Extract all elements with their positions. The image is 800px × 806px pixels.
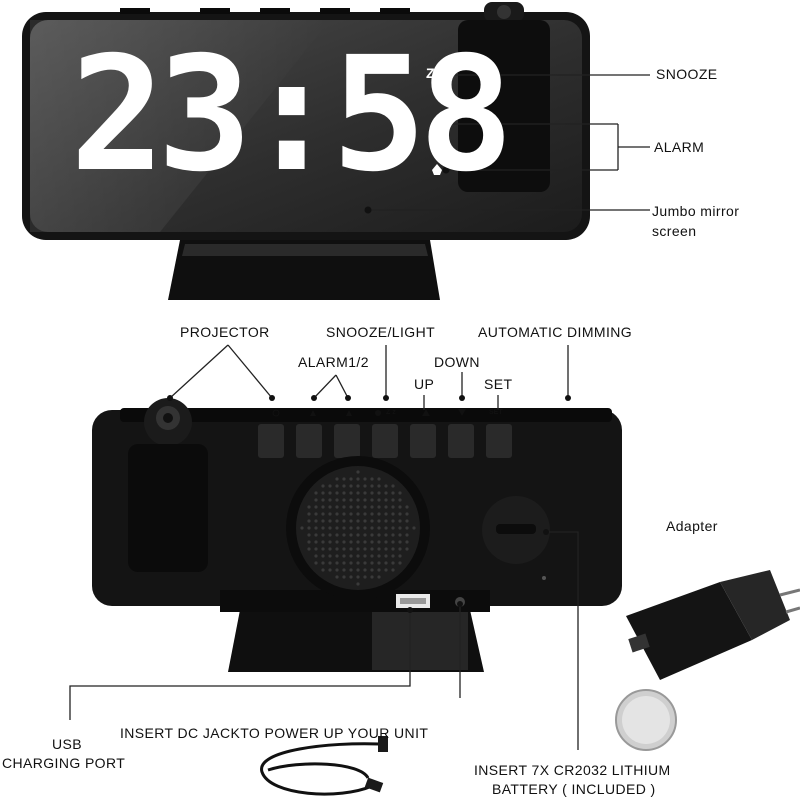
projector-housing (458, 20, 550, 192)
label-dc-jack: INSERT DC JACKTO POWER UP YOUR UNIT (120, 725, 429, 741)
label-battery-2: BATTERY ( INCLUDED ) (492, 781, 656, 797)
light-icon (375, 410, 381, 416)
bell-icon (310, 410, 316, 416)
rail-glyph-set: SET (489, 409, 503, 416)
label-snooze-light: SNOOZE/LIGHT (326, 324, 436, 340)
time-digits: 23:58 (70, 30, 514, 208)
bell-icon (346, 410, 352, 416)
label-automatic-dimming: AUTOMATIC DIMMING (478, 324, 633, 340)
label-down: DOWN (434, 354, 480, 370)
down-arrow-icon (458, 409, 466, 416)
down-button[interactable] (448, 424, 474, 458)
time-display: 23:58 (70, 23, 514, 207)
label-battery-1: INSERT 7X CR2032 LITHIUM (474, 762, 671, 778)
up-button[interactable] (410, 424, 436, 458)
label-set: SET (484, 376, 513, 392)
button-row (258, 424, 512, 458)
projector-icon (272, 409, 280, 417)
alarm1-button[interactable] (296, 424, 322, 458)
bell-icon (432, 164, 442, 175)
label-up: UP (414, 376, 435, 392)
alarm2-button[interactable] (334, 424, 360, 458)
label-adapter: Adapter (666, 518, 718, 534)
set-button[interactable] (486, 424, 512, 458)
bell-icon (432, 118, 442, 129)
speaker-grill (300, 470, 416, 586)
label-projector: PROJECTOR (180, 324, 270, 340)
label-usb-1: USB (52, 736, 82, 752)
label-alarm12: ALARM1/2 (298, 354, 369, 370)
label-mirror-1: Jumbo mirror (652, 203, 740, 219)
snooze-light-button[interactable] (372, 424, 398, 458)
usb-cable (260, 742, 381, 796)
adapter (626, 570, 800, 680)
label-mirror-2: screen (652, 223, 697, 239)
label-snooze: SNOOZE (656, 66, 718, 82)
up-arrow-icon (422, 409, 430, 416)
rail-glyph-z: Z z (386, 409, 396, 416)
label-alarm: ALARM (654, 139, 705, 155)
snooze-icon: Zz (426, 65, 439, 81)
projector-button[interactable] (258, 424, 284, 458)
label-usb-2: CHARGING PORT (2, 755, 126, 771)
